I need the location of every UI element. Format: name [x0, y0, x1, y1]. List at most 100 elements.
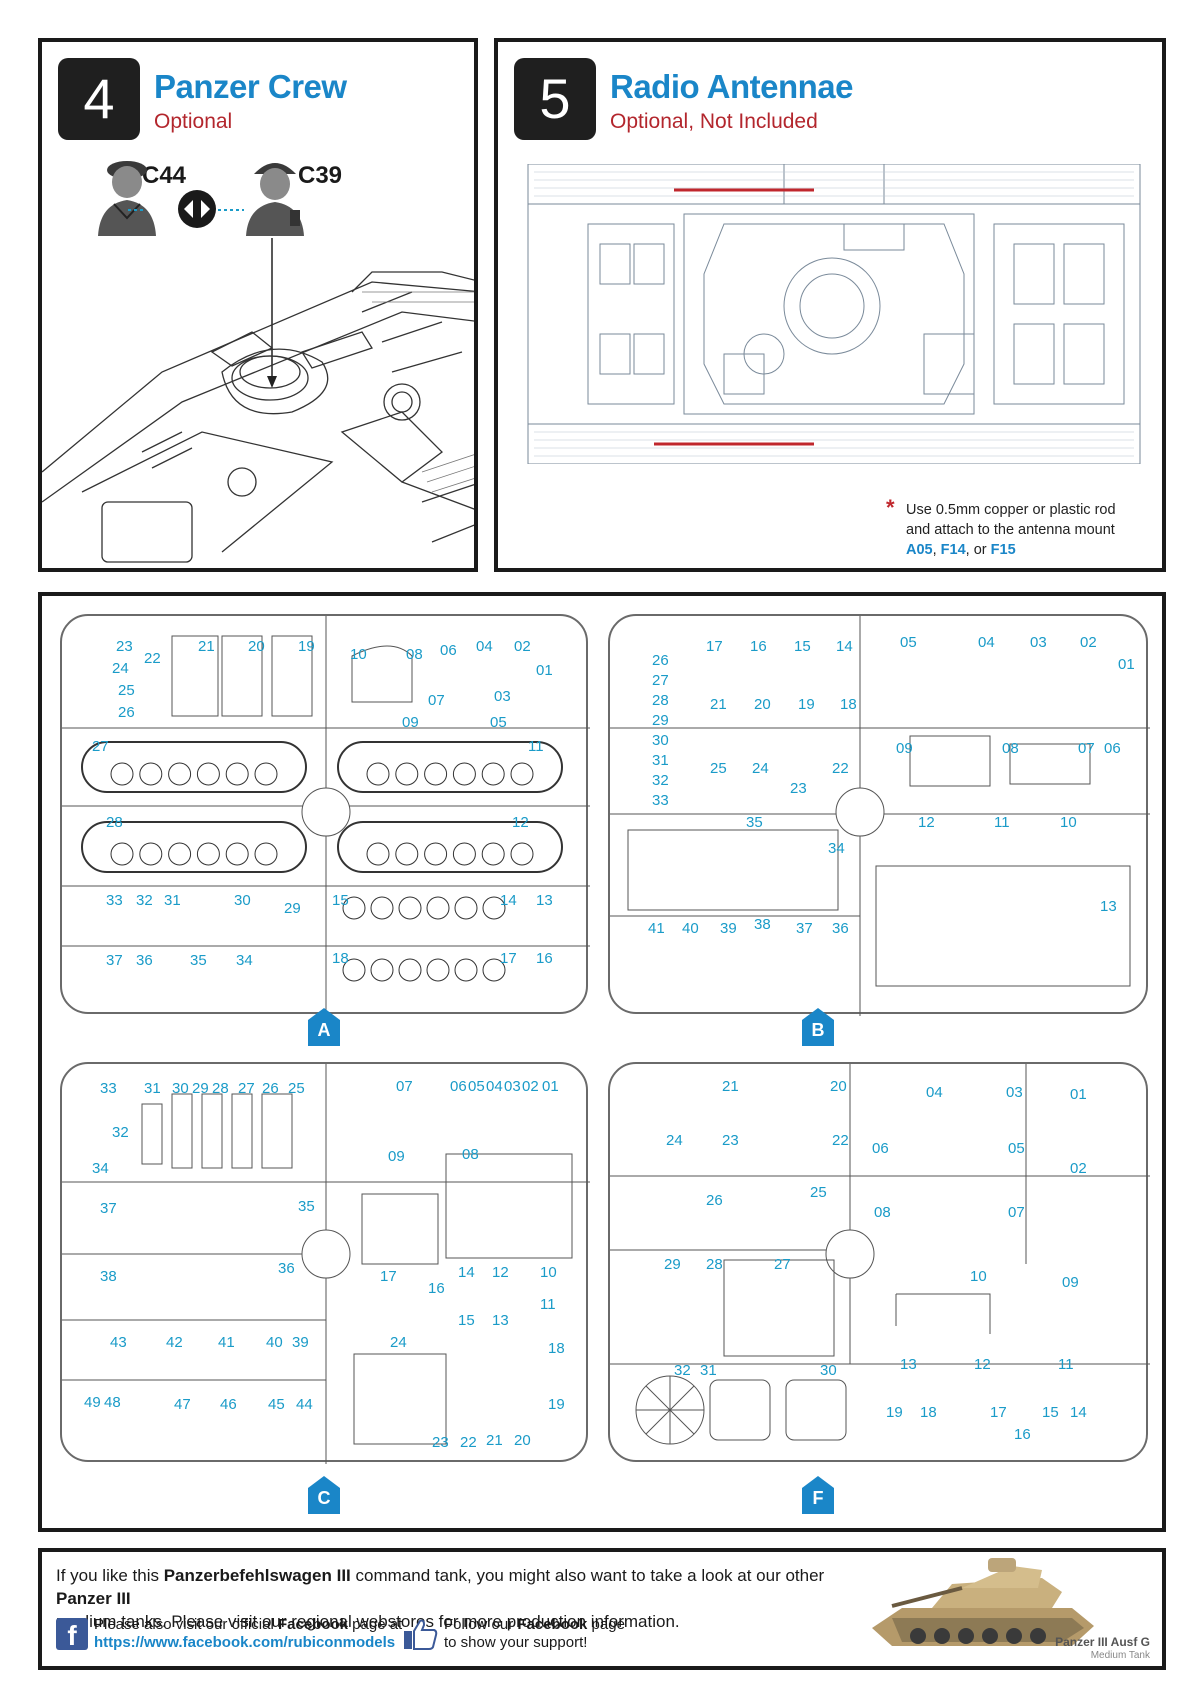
part-number: 12 [512, 814, 529, 831]
part-number: 28 [212, 1080, 229, 1097]
part-number: 44 [296, 1396, 313, 1413]
tank-caption: Panzer III Ausf G Medium Tank [1055, 1636, 1150, 1662]
part-number: 17 [500, 950, 517, 967]
part-number: 04 [926, 1084, 943, 1101]
part-number: 03 [1006, 1084, 1023, 1101]
part-number: 20 [248, 638, 265, 655]
part-number: 20 [830, 1078, 847, 1095]
part-number: 11 [994, 814, 1010, 831]
part-number: 02 [1070, 1160, 1087, 1177]
part-number: 06 [872, 1140, 889, 1157]
part-number: 19 [548, 1396, 565, 1413]
part-number: 43 [110, 1334, 127, 1351]
promo-text: If you like this Panzerbefehlswagen III … [56, 1564, 856, 1633]
sprue-letter-text: A [317, 1020, 331, 1040]
part-number: 34 [236, 952, 253, 969]
part-number: 08 [1002, 740, 1019, 757]
part-number: 25 [288, 1080, 305, 1097]
part-number: 30 [172, 1080, 189, 1097]
part-number: 39 [720, 920, 737, 937]
follow-line2: to show your support! [444, 1634, 588, 1651]
part-number: 35 [190, 952, 207, 969]
part-number: 37 [796, 920, 813, 937]
part-number: 26 [118, 704, 135, 721]
part-number: 24 [666, 1132, 683, 1149]
part-number: 06 [440, 642, 457, 659]
step-title: Radio Antennae [610, 68, 853, 105]
sprue-c-frame: 33 31 30 29 28 27 26 25 07 06 05 04 03 0… [60, 1062, 590, 1464]
part-number: 49 [84, 1394, 101, 1411]
part-number: 28 [706, 1256, 723, 1273]
part-number: 11 [528, 738, 544, 755]
sprue-c-parts [62, 1064, 590, 1464]
promo-product-name: Panzerbefehlswagen III [163, 1566, 351, 1585]
sprue-c-marker: C [308, 1476, 340, 1514]
part-number: 01 [542, 1078, 559, 1095]
part-number: 16 [536, 950, 553, 967]
crew-bust-c39-illustration [246, 163, 304, 236]
part-number: 25 [710, 760, 727, 777]
part-number: 04 [978, 634, 995, 651]
swap-arrows-icon [178, 190, 216, 228]
part-number: 15 [458, 1312, 475, 1329]
tank-hull-line-drawing [42, 271, 474, 563]
part-number: 17 [706, 638, 723, 655]
part-number: 11 [540, 1296, 556, 1313]
sprue-f-marker: F [802, 1476, 834, 1514]
part-number: 24 [112, 660, 129, 677]
part-number: 40 [266, 1334, 283, 1351]
part-number: 21 [486, 1432, 503, 1449]
part-number: 15 [332, 892, 349, 909]
part-number: 17 [380, 1268, 397, 1285]
facebook-icon[interactable]: f [56, 1618, 88, 1651]
part-number: 41 [648, 920, 665, 937]
part-number: 11 [1058, 1356, 1074, 1373]
part-number: 30 [234, 892, 251, 909]
step-subtitle: Optional, Not Included [610, 110, 818, 133]
promo-product-line: Panzer III [56, 1589, 131, 1608]
part-number: 26 [652, 652, 669, 669]
asterisk-icon: * [886, 495, 895, 520]
facebook-text: Please also visit our official Facebook … [94, 1616, 402, 1652]
part-number: 12 [918, 814, 935, 831]
part-number: 19 [798, 696, 815, 713]
part-number: 10 [1060, 814, 1077, 831]
step-5-panel: 5 Radio Antennae Optional, Not Included [494, 38, 1166, 572]
part-number: 32 [652, 772, 669, 789]
promo-line2: medium tanks. Please visit our regional … [56, 1612, 680, 1631]
dotted-connector [128, 209, 144, 211]
part-number: 37 [106, 952, 123, 969]
part-number: 05 [1008, 1140, 1025, 1157]
part-number: 31 [652, 752, 669, 769]
part-number: 35 [746, 814, 763, 831]
part-number: 04 [476, 638, 493, 655]
dotted-connector [218, 209, 244, 211]
step-4-panel: 4 Panzer Crew Optional C44 C39 [38, 38, 478, 572]
part-number: 40 [682, 920, 699, 937]
part-number: 31 [144, 1080, 161, 1097]
part-number: 19 [298, 638, 315, 655]
part-number: 30 [652, 732, 669, 749]
part-number: 08 [406, 646, 423, 663]
part-label-c44: C44 [142, 162, 187, 189]
pentagon-marker-icon [308, 1008, 340, 1046]
part-number: 26 [706, 1192, 723, 1209]
facebook-link-block[interactable]: f Please also visit our official Faceboo… [56, 1616, 402, 1652]
part-number: 48 [104, 1394, 121, 1411]
part-number: 41 [218, 1334, 235, 1351]
pentagon-marker-icon [802, 1476, 834, 1514]
note-or: , or [965, 542, 991, 558]
step-subtitle: Optional [154, 110, 233, 133]
part-number: 06 [450, 1078, 467, 1095]
part-number: 36 [278, 1260, 295, 1277]
part-number: 06 [1104, 740, 1121, 757]
sprue-a-frame: 23 22 21 20 19 10 08 06 04 02 24 01 25 0… [60, 614, 590, 1016]
part-number: 19 [886, 1404, 903, 1421]
part-number: 33 [106, 892, 123, 909]
facebook-url-link[interactable]: https://www.facebook.com/rubiconmodels [94, 1634, 396, 1651]
note-ref-a05: A05 [906, 542, 933, 558]
follow-block[interactable]: Follow our Facebook page to show your su… [402, 1616, 625, 1652]
thumbs-up-icon[interactable] [402, 1617, 438, 1651]
part-number: 25 [118, 682, 135, 699]
part-number: 24 [752, 760, 769, 777]
